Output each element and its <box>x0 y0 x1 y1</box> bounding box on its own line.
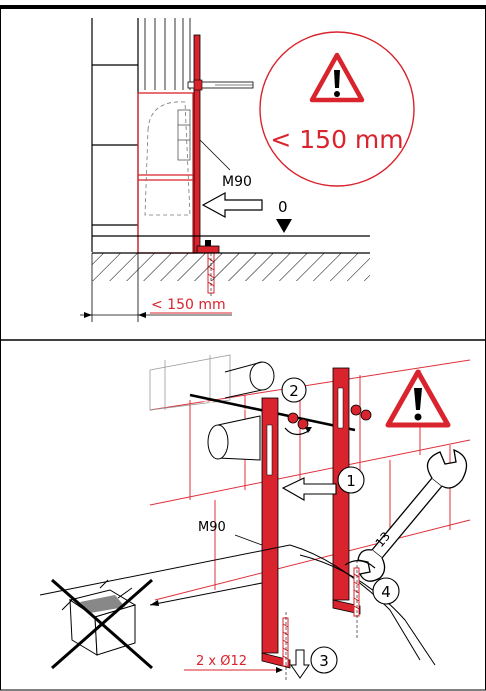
bottom-m90-leader <box>234 534 263 546</box>
step-circle-2: 2 <box>281 377 307 403</box>
horizontal-rod <box>187 79 254 91</box>
step-circle-1: 1 <box>337 466 365 494</box>
drill-label: 2 x Ø12 <box>196 654 247 669</box>
floor-hatch <box>92 253 370 281</box>
left-bracket <box>261 397 291 669</box>
top-bar <box>0 5 486 9</box>
step-circle-3: 3 <box>310 646 338 674</box>
step-3-arrow <box>290 649 310 679</box>
svg-text:1: 1 <box>346 472 356 490</box>
bottom-anchors <box>282 560 360 680</box>
step-1-arrow <box>281 477 337 501</box>
step-circle-4: 4 <box>372 577 400 605</box>
cistern-outline <box>149 354 231 411</box>
bottom-m90-label: M90 <box>198 520 226 535</box>
svg-text:3: 3 <box>319 652 329 670</box>
m90-leader <box>199 139 231 171</box>
svg-text:2: 2 <box>289 382 299 400</box>
warning-text: < 150 mm <box>270 125 403 154</box>
zero-marker <box>276 219 292 233</box>
wrench-icon <box>344 448 468 582</box>
top-pipe <box>224 361 275 399</box>
m90-bracket <box>193 34 201 254</box>
bottom-warning-triangle-icon <box>385 369 451 428</box>
warning-badge: < 150 mm <box>259 31 415 187</box>
bottom-panel: 13 M90 1 2 3 4 2 x Ø12 <box>39 354 471 680</box>
drain-pipe <box>207 415 261 461</box>
dimension-label: < 150 mm <box>151 297 226 313</box>
zero-label: 0 <box>278 198 288 216</box>
crossed-box-icon <box>51 578 153 670</box>
internal-parts <box>177 109 191 161</box>
box-pointer-line <box>149 582 263 606</box>
top-panel: < 150 mm M90 0 < 150 mm <box>80 18 415 322</box>
push-arrow <box>201 191 263 219</box>
brick-wall <box>91 18 139 252</box>
dimension-line <box>80 253 232 322</box>
svg-text:4: 4 <box>381 583 391 601</box>
cistern-dashed <box>144 101 191 216</box>
m90-label: M90 <box>222 174 252 190</box>
frame-lines <box>144 18 191 90</box>
floor-edge <box>39 544 436 666</box>
nuts-step-2 <box>284 404 372 436</box>
red-brick-grid <box>149 359 471 601</box>
